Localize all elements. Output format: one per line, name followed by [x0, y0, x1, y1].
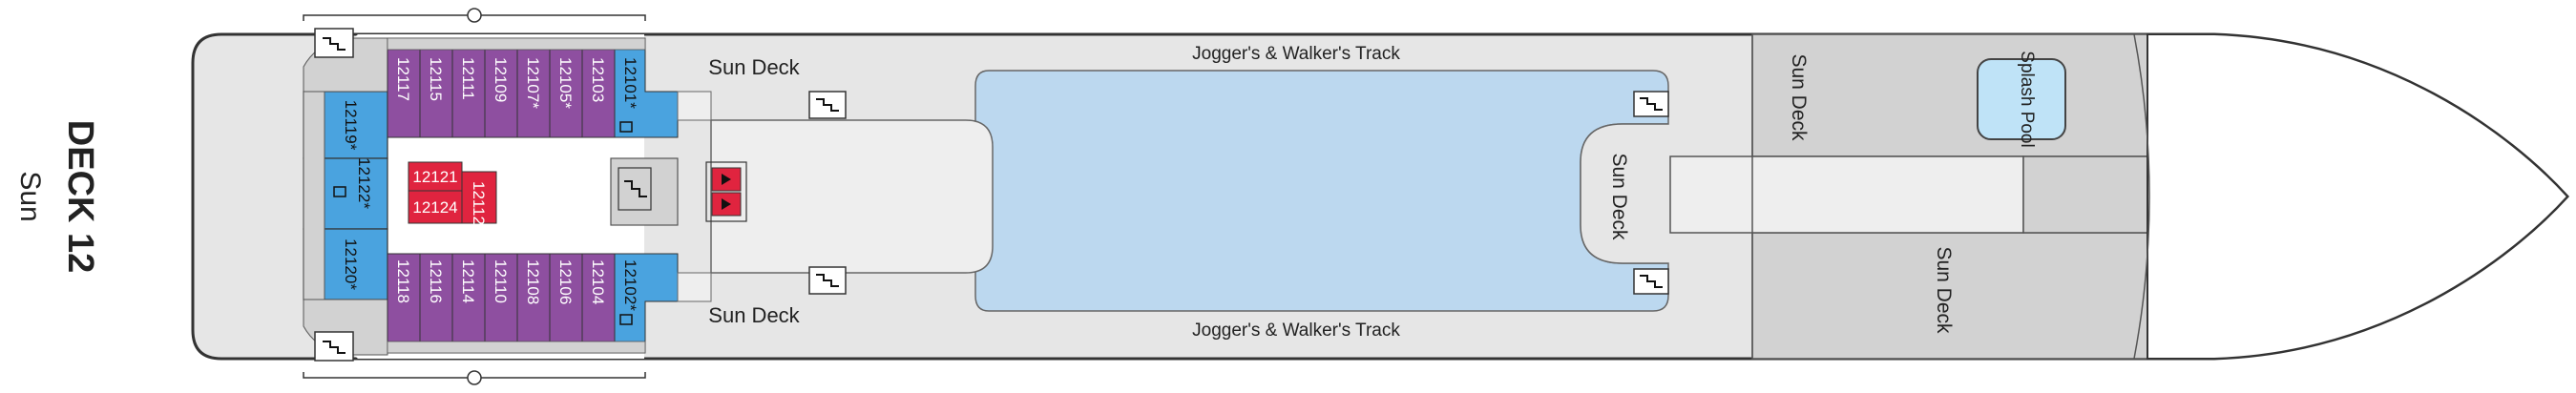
stairs-icon[interactable]: [1633, 268, 1669, 295]
cabin-12124[interactable]: [408, 190, 463, 224]
bow-tip: [2147, 33, 2569, 360]
deck-number-label: DECK 12: [60, 120, 100, 274]
cabin-12122-label: 12122*: [355, 157, 373, 209]
cabin-12111-label: 12111: [459, 57, 477, 100]
cabin-12114[interactable]: [451, 253, 486, 354]
cabin-12117-label: 12117: [394, 57, 412, 101]
pool-area: [974, 70, 1669, 312]
cabin-12103-label: 12103: [589, 57, 607, 102]
deck-name-label: Sun: [14, 171, 46, 221]
stairs-icon[interactable]: [314, 331, 354, 362]
aft-deck-connector-bottom: [677, 272, 712, 302]
cabin-12104[interactable]: [581, 253, 616, 354]
cabin-12107[interactable]: [516, 37, 551, 138]
aft-grey-left: [303, 91, 325, 300]
fwd-central-light: [1669, 155, 2024, 234]
sun-deck-fwd-top-label: Sun Deck: [1788, 53, 1810, 141]
sun-deck-fwd-bottom-label: Sun Deck: [1933, 246, 1955, 334]
cabin-12105[interactable]: [549, 37, 583, 138]
cabin-12112-label: 12112: [470, 181, 488, 225]
sun-deck-pool-aft-label: Sun Deck: [1608, 153, 1630, 240]
cabin-12105-label: 12105*: [556, 57, 575, 109]
cabin-12103[interactable]: [581, 37, 616, 138]
cabin-12124-label: 12124: [412, 198, 457, 217]
elevator-arrow: [722, 198, 731, 210]
cabin-12110-label: 12110: [492, 259, 510, 303]
stairs-icon[interactable]: [314, 28, 354, 58]
cabin-12106-label: 12106: [556, 259, 575, 304]
cabin-12109-label: 12109: [492, 57, 510, 102]
sun-deck-top-label: Sun Deck: [708, 55, 800, 79]
cabin-12111[interactable]: [451, 37, 486, 138]
cabin-12104-label: 12104: [589, 259, 607, 304]
cabin-12115[interactable]: [419, 37, 453, 138]
cabin-12108-label: 12108: [524, 259, 542, 304]
sun-deck-bottom-label: Sun Deck: [708, 303, 800, 327]
fwd-central-grey: [2022, 155, 2148, 234]
cabin-12114-label: 12114: [459, 259, 477, 303]
cabin-12112[interactable]: [461, 171, 497, 224]
cabin-12117[interactable]: [387, 37, 421, 138]
cabin-12102-label: 12102*: [621, 259, 639, 311]
pool-notch: [1580, 123, 1668, 264]
sofa-bed-icon: [619, 121, 633, 133]
cabin-12121-label: 12121: [412, 168, 457, 186]
stairs-icon[interactable]: [808, 91, 847, 119]
cabin-12118[interactable]: [387, 253, 421, 354]
cabin-12121[interactable]: [408, 161, 463, 192]
compass-circle-icon: [467, 370, 482, 385]
mid-light-platform: [710, 119, 994, 274]
cabin-12110[interactable]: [484, 253, 518, 354]
stairs-icon[interactable]: [808, 266, 847, 295]
cabin-12119-label: 12119*: [342, 100, 360, 151]
stairs-icon[interactable]: [618, 167, 652, 211]
sofa-bed-icon: [333, 186, 346, 197]
fwd-sun-deck-bottom: [1751, 232, 2148, 360]
stairs-icon[interactable]: [1633, 91, 1669, 117]
cabin-12120-label: 12120*: [342, 238, 360, 290]
splash-pool: [1977, 58, 2066, 140]
track-bottom-label: Jogger's & Walker's Track: [1192, 321, 1400, 341]
cabin-12116-label: 12116: [427, 259, 445, 303]
bow-line: [2133, 33, 2150, 360]
elevator-shaft: [705, 161, 747, 222]
cabin-12115-label: 12115: [427, 57, 445, 101]
elevator-arrow: [722, 174, 731, 185]
bottom-cabin-strip: [387, 341, 646, 354]
cabin-12107-label: 12107*: [524, 57, 542, 109]
sofa-bed-icon: [619, 314, 633, 325]
splash-pool-label: Splash Pool: [2017, 51, 2037, 147]
top-cabin-strip: [387, 37, 646, 51]
cabin-12116[interactable]: [419, 253, 453, 354]
aft-deck-connector: [677, 91, 712, 121]
compass-circle-icon: [467, 8, 482, 23]
cabin-12109[interactable]: [484, 37, 518, 138]
track-top-label: Jogger's & Walker's Track: [1192, 44, 1400, 64]
fwd-sun-deck-top: [1751, 33, 2148, 157]
cabin-12108[interactable]: [516, 253, 551, 354]
cabin-12118-label: 12118: [394, 259, 412, 303]
cabin-12101-label: 12101*: [621, 57, 639, 109]
